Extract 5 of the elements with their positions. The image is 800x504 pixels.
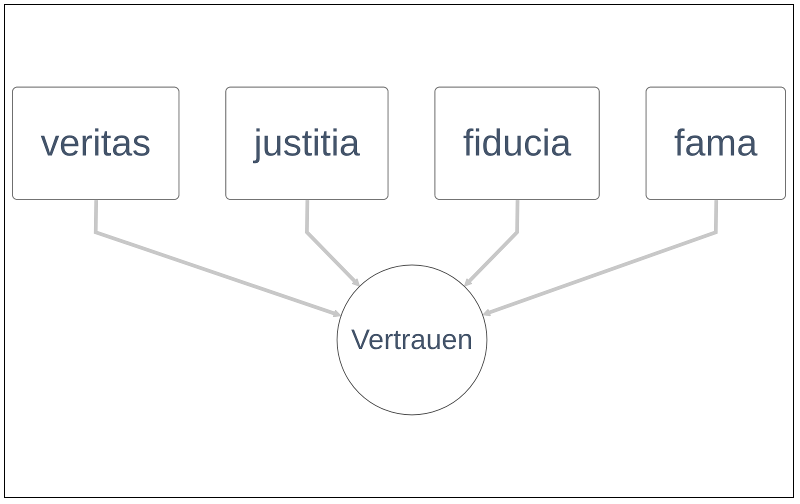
arrow [94, 200, 342, 318]
node-circle: Vertrauen [336, 264, 488, 416]
arrow [482, 200, 718, 316]
arrow [305, 200, 360, 287]
arrow [464, 200, 520, 287]
